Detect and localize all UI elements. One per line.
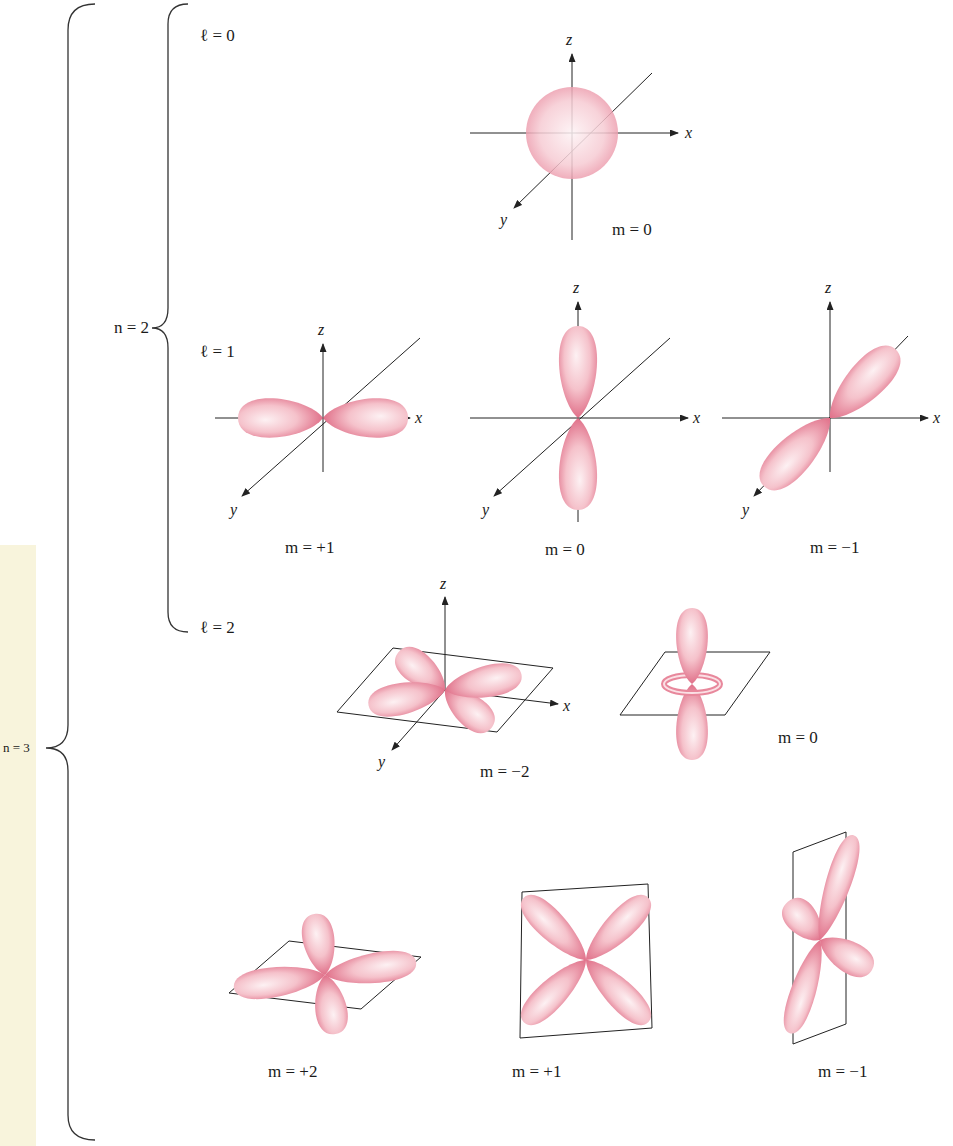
p-orbital bbox=[323, 398, 408, 437]
p-orbital bbox=[470, 302, 688, 522]
magnetic-number-label: m = 0 bbox=[545, 540, 585, 560]
magnetic-number-label: m = 0 bbox=[612, 220, 652, 240]
s-orbital bbox=[470, 54, 678, 240]
d-orbital bbox=[232, 960, 327, 1003]
axis-label: y bbox=[742, 500, 749, 520]
axis-label: y bbox=[378, 752, 385, 772]
axis-label: z bbox=[440, 574, 446, 594]
axis-label: x bbox=[685, 123, 692, 143]
d-orbital bbox=[576, 950, 659, 1033]
d-orbital bbox=[776, 831, 880, 1044]
d-orbital bbox=[576, 887, 659, 970]
magnetic-number-label: m = −2 bbox=[480, 762, 529, 782]
magnetic-number-label: m = −1 bbox=[818, 1062, 867, 1082]
margin-strip bbox=[0, 545, 36, 1146]
p-orbital bbox=[215, 338, 420, 496]
d-orbital bbox=[442, 659, 525, 706]
quantum-number-label: n = 3 bbox=[3, 738, 30, 758]
axis-label: x bbox=[933, 408, 940, 428]
p-orbital bbox=[559, 326, 597, 418]
p-orbital bbox=[470, 302, 688, 522]
d-orbital bbox=[676, 608, 708, 684]
bracket bbox=[46, 4, 95, 1140]
d-orbital bbox=[513, 950, 596, 1033]
axis-label: z bbox=[825, 278, 831, 298]
d-orbital bbox=[778, 936, 832, 1037]
p-orbital bbox=[559, 418, 597, 510]
quantum-number-label: n = 2 bbox=[114, 318, 149, 338]
d-orbital bbox=[323, 947, 418, 990]
magnetic-number-label: m = +1 bbox=[512, 1062, 561, 1082]
magnetic-number-label: m = −1 bbox=[810, 538, 859, 558]
d-orbital bbox=[620, 608, 770, 760]
p-orbital bbox=[323, 344, 324, 472]
axis-label: z bbox=[318, 320, 324, 340]
quantum-number-label: ℓ = 0 bbox=[200, 26, 235, 46]
magnetic-number-label: m = +1 bbox=[285, 538, 334, 558]
axis-label: y bbox=[230, 500, 237, 520]
s-orbital bbox=[526, 87, 618, 179]
axis-label: x bbox=[693, 408, 700, 428]
quantum-number-label: ℓ = 2 bbox=[200, 618, 235, 638]
s-orbital bbox=[514, 73, 652, 208]
axis-label: x bbox=[415, 408, 422, 428]
p-orbital bbox=[750, 405, 843, 500]
axis-label: z bbox=[573, 278, 579, 298]
d-orbital bbox=[513, 884, 658, 1038]
axis-label: y bbox=[482, 500, 489, 520]
p-orbital bbox=[816, 336, 909, 431]
d-orbital bbox=[337, 597, 558, 750]
p-orbital bbox=[238, 398, 323, 437]
s-orbital bbox=[470, 54, 678, 240]
axis-label: x bbox=[563, 696, 570, 716]
axis-label: y bbox=[500, 210, 507, 230]
quantum-number-label: ℓ = 1 bbox=[200, 342, 235, 362]
p-orbital bbox=[215, 338, 420, 496]
p-orbital bbox=[722, 302, 928, 496]
d-orbital bbox=[808, 831, 866, 943]
p-orbital bbox=[722, 302, 928, 500]
axis-label: z bbox=[566, 30, 572, 50]
bracket bbox=[152, 4, 188, 632]
p-orbital bbox=[830, 302, 831, 472]
p-orbital bbox=[470, 418, 688, 419]
magnetic-number-label: m = +2 bbox=[268, 1062, 317, 1082]
d-orbital bbox=[365, 674, 448, 721]
bracket bbox=[46, 4, 188, 1140]
d-orbital bbox=[445, 597, 446, 690]
magnetic-number-label: m = 0 bbox=[778, 728, 818, 748]
d-orbital bbox=[229, 911, 421, 1037]
d-orbital bbox=[513, 887, 596, 970]
